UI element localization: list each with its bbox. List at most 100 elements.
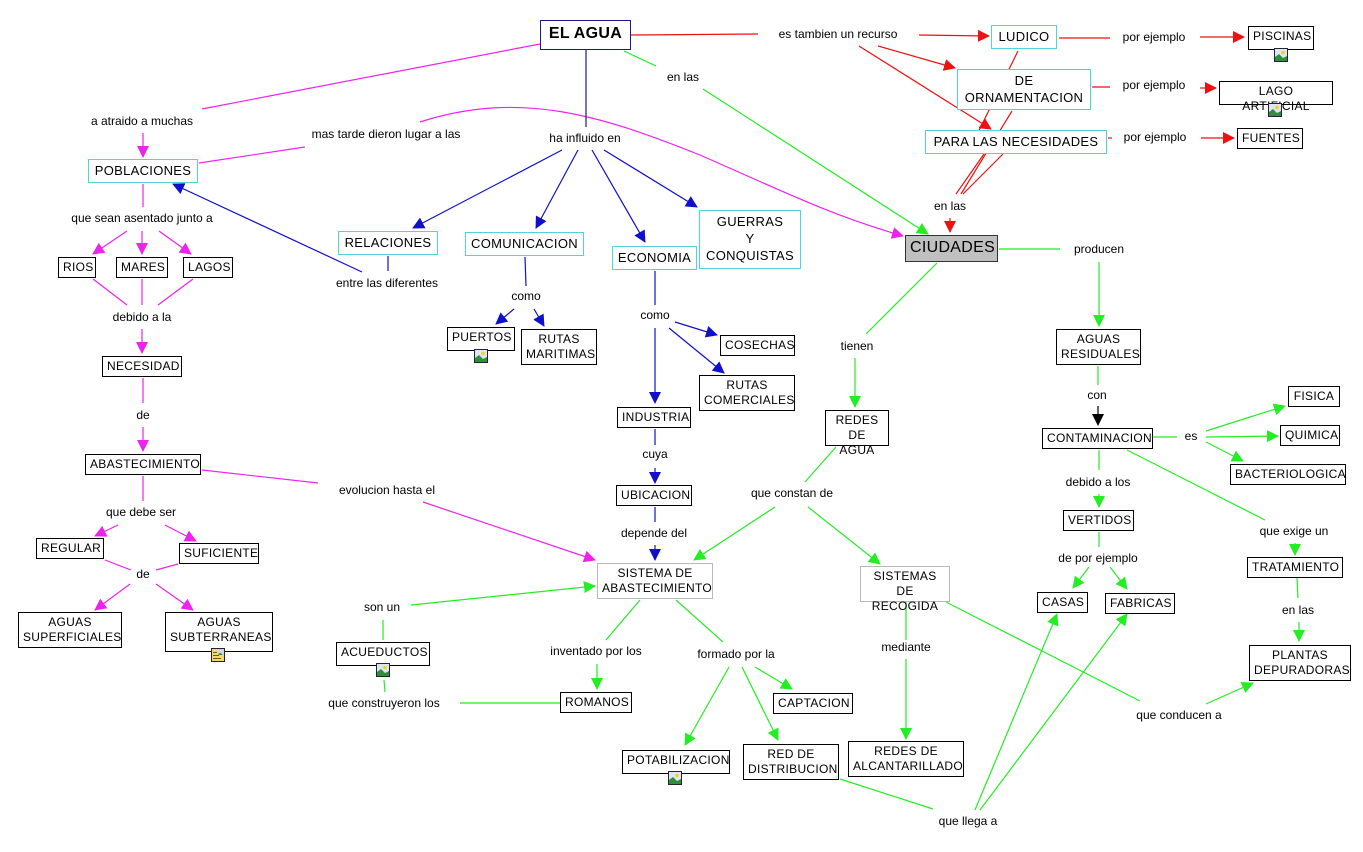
concept-relaciones[interactable]: RELACIONES (338, 231, 438, 255)
edge (94, 524, 119, 537)
concept-cosechas[interactable]: COSECHAS (720, 335, 795, 356)
link-label: que conducen a (1135, 708, 1223, 722)
link-label: que debe ser (104, 505, 178, 519)
concept-romanos[interactable]: ROMANOS (560, 692, 632, 713)
image-icon[interactable] (668, 771, 682, 785)
edge (164, 524, 197, 542)
edge (1126, 449, 1266, 521)
concept-regular[interactable]: REGULAR (36, 538, 104, 559)
document-image-icon[interactable] (211, 648, 225, 662)
link-label: de por ejemplo (1057, 551, 1139, 565)
concept-fuentes[interactable]: FUENTES (1237, 128, 1303, 149)
edge (918, 29, 990, 42)
concept-poblaciones[interactable]: POBLACIONES (88, 159, 198, 183)
concept-mares[interactable]: MARES (116, 257, 168, 278)
link-label: es (1183, 429, 1199, 443)
edge (974, 613, 1059, 811)
edge (955, 153, 985, 195)
link-label: que constan de (749, 486, 835, 500)
edge (419, 106, 904, 239)
edge (1205, 403, 1286, 432)
link-label: en las (1280, 603, 1316, 617)
concept-rios[interactable]: RIOS (58, 257, 96, 278)
edge (630, 33, 759, 36)
concept-rutas-maritimas[interactable]: RUTAS MARITIMAS (521, 329, 597, 365)
concept-contaminacion[interactable]: CONTAMINACION (1042, 428, 1153, 449)
link-label: debido a los (1064, 475, 1132, 489)
edge (702, 88, 929, 235)
concept-captacion[interactable]: CAPTACION (773, 693, 853, 714)
concept-abastecimiento[interactable]: ABASTECIMIENTO (85, 454, 201, 475)
link-label: mas tarde dieron lugar a las (310, 127, 462, 141)
edge (383, 679, 386, 693)
concept-sistemas-recogida[interactable]: SISTEMAS DE RECOGIDA (860, 566, 950, 613)
concept-economia[interactable]: ECONOMIA (612, 246, 697, 270)
concept-necesidades[interactable]: PARA LAS NECESIDADES (925, 130, 1107, 154)
edge (945, 601, 1141, 702)
concept-necesidad[interactable]: NECESIDAD (102, 356, 182, 377)
concept-aguas-subterraneas[interactable]: AGUAS SUBTERRANEAS (165, 612, 273, 652)
concept-suficiente[interactable]: SUFICIENTE (179, 543, 259, 564)
link-label: que construyeron los (327, 696, 441, 710)
link-label: formado por la (696, 647, 776, 661)
image-icon[interactable] (376, 663, 390, 677)
edge (94, 583, 131, 611)
link-label: que sean asentado junto a (70, 211, 214, 225)
concept-aguas-superficiales[interactable]: AGUAS SUPERFICIALES (18, 612, 122, 648)
concept-lago-artificial[interactable]: LAGO ARTIFICIAL (1219, 81, 1333, 113)
concept-redes-agua[interactable]: REDES DE AGUA (825, 410, 889, 457)
link-label: ha influido en (548, 131, 622, 145)
image-icon[interactable] (1268, 103, 1282, 117)
image-icon[interactable] (1274, 48, 1288, 62)
concept-plantas-depuradoras[interactable]: PLANTAS DEPURADORAS (1249, 645, 1351, 681)
edge (877, 45, 956, 71)
edge (1205, 682, 1254, 705)
edge (1205, 430, 1279, 443)
concept-ciudades[interactable]: CIUDADES (905, 235, 998, 262)
concept-casas[interactable]: CASAS (1037, 592, 1088, 613)
concept-bacteriologica[interactable]: BACTERIOLOGICA (1230, 464, 1346, 485)
concept-guerras[interactable]: GUERRAS Y CONQUISTAS (699, 210, 801, 269)
image-icon[interactable] (474, 349, 488, 363)
concept-el-agua[interactable]: EL AGUA (540, 20, 631, 50)
concept-tratamiento[interactable]: TRATAMIENTO (1247, 557, 1343, 578)
link-label: son un (362, 600, 402, 614)
edge (533, 308, 545, 327)
concept-piscinas[interactable]: PISCINAS (1248, 26, 1314, 50)
concept-potabilizacion[interactable]: POTABILIZACION (622, 750, 730, 774)
concept-rutas-comerciales[interactable]: RUTAS COMERCIALES (699, 375, 795, 411)
concept-redes-alcantarillado[interactable]: REDES DE ALCANTARILLADO (848, 741, 964, 777)
edge (201, 469, 319, 484)
edge (92, 278, 128, 306)
link-label: que exige un (1258, 524, 1330, 538)
concept-fisica[interactable]: FISICA (1288, 386, 1340, 407)
concept-acueductos[interactable]: ACUEDUCTOS (336, 642, 430, 666)
concept-ubicacion[interactable]: UBICACION (616, 485, 692, 506)
concept-vertidos[interactable]: VERTIDOS (1063, 510, 1134, 531)
concept-red-distribucion[interactable]: RED DE DISTRIBUCION (743, 744, 839, 780)
link-label: de (135, 408, 151, 422)
link-label: a atraido a muchas (89, 114, 195, 128)
link-label: mediante (880, 640, 932, 654)
link-label: de (135, 567, 151, 581)
link-label: es tambien un recurso (777, 27, 899, 41)
edge (693, 506, 776, 561)
concept-ornamentacion[interactable]: DE ORNAMENTACION (957, 69, 1091, 110)
concept-fabricas[interactable]: FABRICAS (1105, 593, 1175, 614)
link-label: como (639, 308, 671, 322)
edge (157, 278, 194, 306)
concept-aguas-residuales[interactable]: AGUAS RESIDUALES (1056, 329, 1141, 365)
concept-comunicacion[interactable]: COMUNICACION (465, 232, 584, 256)
concept-puertos[interactable]: PUERTOS (447, 327, 515, 351)
concept-industria[interactable]: INDUSTRIA (617, 407, 691, 428)
concept-ludico[interactable]: LUDICO (991, 25, 1057, 49)
edge (495, 308, 515, 325)
concept-quimica[interactable]: QUIMICA (1280, 425, 1340, 446)
edge (674, 321, 718, 338)
link-label: en las (665, 70, 701, 84)
edge (962, 153, 1004, 195)
link-label: cuya (641, 447, 669, 461)
concept-lagos[interactable]: LAGOS (183, 257, 233, 278)
concept-sistema-abastecimiento[interactable]: SISTEMA DE ABASTECIMIENTO (597, 563, 713, 599)
